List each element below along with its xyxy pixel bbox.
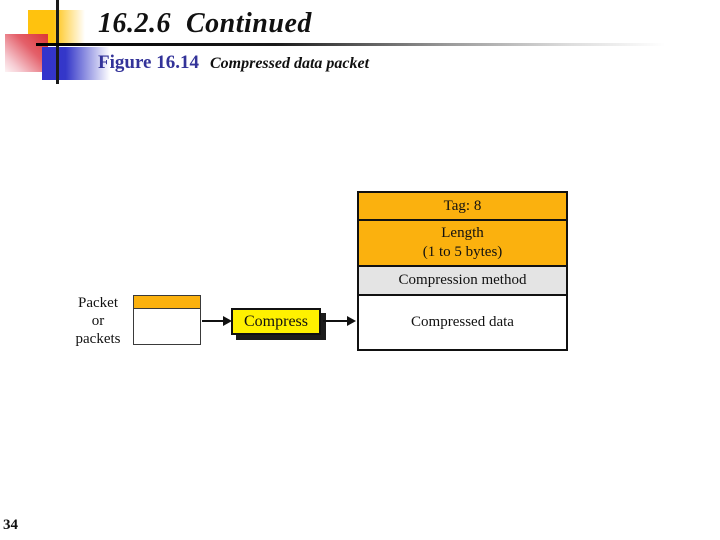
packet-field-compressed-data: Compressed data xyxy=(359,296,566,349)
logo-vertical-line xyxy=(56,0,59,84)
source-label-line: or xyxy=(91,313,105,329)
source-packet-header-band xyxy=(134,296,200,309)
logo-red-square xyxy=(5,34,48,72)
arrowhead-source-to-compress xyxy=(223,316,232,326)
arrow-source-to-compress xyxy=(202,320,223,322)
source-label: Packet or packets xyxy=(62,294,134,348)
figure-caption-row: Figure 16.14 Compressed data packet xyxy=(98,52,369,74)
source-label-line: packets xyxy=(75,331,121,347)
packet-structure-table: Tag: 8 Length (1 to 5 bytes) Compression… xyxy=(357,191,568,351)
arrowhead-compress-to-packet xyxy=(347,316,356,326)
source-label-line: Packet xyxy=(78,295,118,311)
figure-caption: Compressed data packet xyxy=(209,55,370,72)
compress-box: Compress xyxy=(231,308,321,335)
page-number: 34 xyxy=(3,517,18,533)
packet-field-text: Length xyxy=(441,225,484,241)
packet-field-text: Compressed data xyxy=(411,314,514,330)
header-rule xyxy=(36,43,720,46)
slide-title: 16.2.6 Continued xyxy=(98,8,312,39)
compress-label: Compress xyxy=(244,312,308,330)
logo-blue-square xyxy=(42,47,116,80)
source-packet-box xyxy=(133,295,201,345)
packet-field-text: Tag: 8 xyxy=(443,197,482,214)
arrow-compress-to-packet xyxy=(323,320,347,322)
packet-field-length: Length (1 to 5 bytes) xyxy=(359,221,566,267)
packet-field-compression-method: Compression method xyxy=(359,267,566,296)
figure-label: Figure 16.14 xyxy=(98,52,199,73)
packet-field-text: Compression method xyxy=(398,272,527,288)
packet-field-text: (1 to 5 bytes) xyxy=(422,244,503,260)
packet-field-tag: Tag: 8 xyxy=(359,193,566,221)
